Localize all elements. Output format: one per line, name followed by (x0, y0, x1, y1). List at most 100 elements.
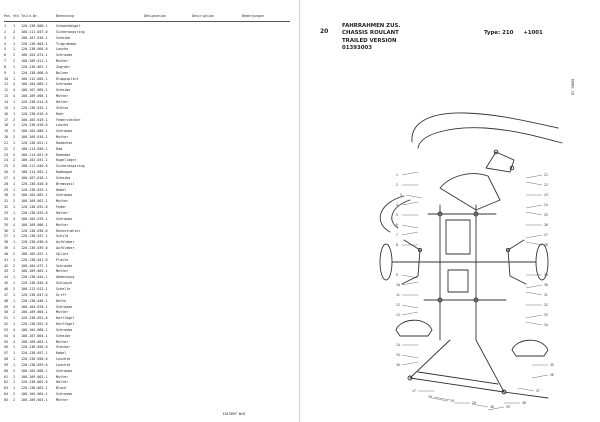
table-cell: 2 (13, 269, 16, 274)
table-cell: 12 (4, 88, 9, 93)
table-cell: Schraube (56, 216, 73, 221)
table-cell: 120.138.016.0 (21, 111, 48, 116)
table-cell: 20 (4, 135, 9, 140)
header-notes: Bemerkungen (242, 14, 265, 18)
table-cell: 1 (13, 70, 16, 75)
table-cell: 46 (4, 286, 9, 291)
table-cell: 4 (13, 94, 16, 99)
table-cell: 2 (13, 263, 16, 268)
table-cell: 27 (4, 175, 9, 180)
table-cell: Kabel (56, 351, 67, 356)
table-cell: Radachse (56, 140, 73, 145)
header-divider (4, 21, 290, 22)
header-pos: Pos (4, 14, 11, 18)
table-cell: 1 (13, 380, 16, 385)
table-cell: 120.138.059.0 (21, 362, 48, 367)
table-cell: 2 (13, 304, 16, 309)
callout-number: 1 (396, 173, 398, 177)
table-cell: Schlauch (56, 281, 73, 286)
table-cell: 1 (13, 246, 16, 251)
table-cell: Schraube (56, 263, 73, 268)
type-value: +1001 (523, 30, 543, 36)
table-cell: 100.107.018.1 (21, 175, 48, 180)
callout-number: 30 (544, 283, 548, 287)
parts-list-page: Pos Stk Teile-Nr. Benennung Désignation … (4, 0, 300, 422)
table-cell: 51 (4, 316, 9, 321)
table-cell: 42 (4, 263, 9, 268)
table-cell: Scheibe (56, 333, 71, 338)
table-cell: 4 (13, 88, 16, 93)
table-cell: 120.138.057.1 (21, 351, 48, 356)
callout-leader-line (525, 321, 543, 326)
table-cell: Sicherungsring (56, 29, 85, 34)
table-cell: 120.138.037.1 (21, 234, 48, 239)
table-cell: 48 (4, 298, 9, 303)
callout-number: 26 (544, 223, 548, 227)
table-cell: 21 (4, 140, 9, 145)
table-cell: Leuchte (56, 357, 71, 362)
table-cell: 2 (13, 164, 16, 169)
list-footer-code: 1013897 W18 (222, 412, 245, 416)
table-cell: 120.138.033.0 (21, 211, 48, 215)
callout-leader-line (471, 403, 489, 408)
table-cell: 100.109.007.1 (21, 199, 48, 204)
tow-tube (503, 391, 549, 399)
table-cell: 1 (13, 357, 16, 362)
table-cell: 17 (4, 117, 9, 122)
callout-leader-line (525, 314, 543, 319)
table-cell: Platte (56, 257, 69, 262)
lower-frame (409, 339, 505, 393)
assembly-number: 01393003 (342, 45, 373, 52)
callout-number: 21 (544, 173, 548, 177)
table-cell: 57 (4, 351, 9, 356)
table-cell: 28 (4, 181, 9, 186)
table-cell: Federstecker (56, 117, 81, 122)
table-cell: 120.138.003.1 (21, 41, 48, 46)
table-cell: Stütze (56, 105, 69, 110)
table-cell: Mutter (56, 59, 69, 64)
callout-number: 19 (450, 399, 454, 403)
table-cell: 100.111.040.0 (21, 164, 48, 169)
table-cell: 2 (13, 117, 16, 122)
callout-number: 33 (544, 313, 548, 317)
table-cell: 120.138.045.0 (21, 281, 48, 286)
callout-number: 37 (536, 389, 540, 393)
table-cell: Mutter (56, 135, 69, 140)
table-cell: 18 (4, 123, 9, 128)
table-cell: Schraube (56, 304, 73, 309)
table-cell: Schraube (56, 368, 73, 373)
callout-leader-line (401, 304, 419, 309)
table-cell: 2 (13, 152, 16, 157)
table-cell: Mutter (56, 398, 69, 402)
callout-number: 28 (544, 243, 548, 247)
table-cell: 120.138.052.0 (21, 322, 48, 327)
table-cell: Sicherungsring (56, 164, 85, 169)
table-cell: Griff (56, 292, 67, 297)
table-cell: Feder (56, 205, 67, 210)
callout-number: 15 (396, 353, 400, 357)
table-cell: Rückstrahler (56, 228, 81, 233)
table-cell: 43 (4, 269, 9, 274)
callout-number: 35 (550, 363, 554, 367)
callout-leader-line (405, 194, 423, 199)
table-cell: Leuchte (56, 362, 71, 367)
table-cell: 120.138.004.0 (21, 47, 48, 52)
callout-number: 22 (544, 183, 548, 187)
table-cell: Abdeckung (56, 275, 75, 280)
brake-cable-lower (417, 127, 563, 149)
